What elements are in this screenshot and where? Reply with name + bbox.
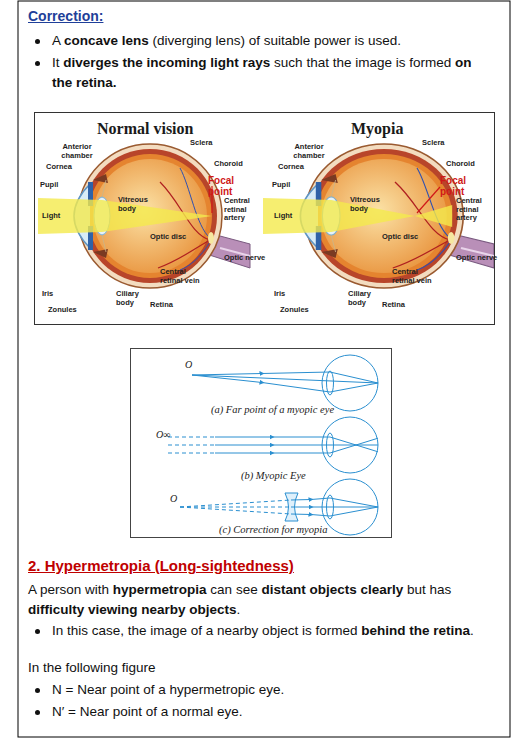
body-text: A person with hypermetropia can see dist… — [28, 580, 498, 620]
normal-eye — [38, 144, 250, 288]
part-label: Choroid — [446, 160, 475, 169]
part-label: Central retinal vein — [392, 268, 436, 285]
bullet-dot — [35, 688, 40, 693]
bold-text: difficulty viewing nearby objects — [28, 602, 237, 617]
text-run: . — [237, 602, 241, 617]
text-run: In the following figure — [28, 660, 156, 675]
light-cone — [263, 198, 415, 234]
part-label: Central retinal vein — [160, 268, 204, 285]
part-label: Optic disc — [150, 233, 186, 242]
bold-text: concave lens — [64, 33, 149, 48]
figure-title: Normal vision — [97, 120, 193, 138]
figure-caption: (b) Myopic Eye — [241, 470, 306, 481]
part-label: Cornea — [278, 163, 304, 172]
part-label: Vitreous body — [118, 196, 154, 213]
ray-diagram-a — [192, 355, 378, 411]
body-text: A concave lens (diverging lens) of suita… — [52, 31, 497, 51]
part-label: Choroid — [214, 160, 243, 169]
part-label: Ciliary body — [116, 290, 146, 307]
object-label: O∞ — [156, 431, 170, 440]
part-label: Retina — [382, 301, 405, 310]
text-run: It — [52, 55, 60, 70]
figure-frame: (a) Far point of a myopic eye (b) Myopic … — [130, 348, 392, 538]
bullet-dot — [35, 629, 40, 634]
part-label: Iris — [274, 290, 285, 299]
part-label: Iris — [42, 290, 53, 299]
text-run: can see — [210, 582, 257, 597]
bullet-dot — [35, 61, 40, 66]
bold-text: diverges the incoming light rays — [63, 55, 270, 70]
part-label: Zonules — [280, 306, 309, 315]
ray-diagram-b — [168, 417, 378, 473]
section-heading: Correction: — [28, 6, 498, 26]
part-label: Central retinal artery — [224, 197, 268, 223]
body-text: In the following figure — [28, 658, 498, 678]
page-border — [18, 1, 510, 737]
body-text: N′ = Near point of a normal eye. — [52, 702, 497, 722]
part-label: Light — [42, 212, 60, 221]
bold-text: hypermetropia — [113, 582, 207, 597]
part-label: Retina — [150, 301, 173, 310]
part-label: Sclera — [422, 139, 445, 148]
figure-title: Myopia — [351, 120, 403, 138]
bold-text: behind the retina — [361, 623, 470, 638]
figure-caption: (a) Far point of a myopic eye — [211, 404, 334, 415]
text-run: 2. Hypermetropia (Long-sightedness) — [28, 557, 294, 574]
body-text: It diverges the incoming light rays such… — [52, 53, 492, 93]
part-label: Optic disc — [382, 233, 418, 242]
part-label: Sclera — [190, 139, 213, 148]
part-label: Vitreous body — [350, 196, 386, 213]
text-run: such that the image is formed — [274, 55, 451, 70]
focal-label: Focal point — [440, 175, 480, 197]
text-run: N′ = Near point of a normal eye. — [52, 704, 243, 719]
text-run: A — [52, 33, 60, 48]
text-run: N = Near point of a hypermetropic eye. — [52, 682, 284, 697]
focal-pointer — [417, 187, 440, 213]
part-label: Pupil — [272, 181, 290, 190]
text-run: but has — [407, 582, 451, 597]
part-label: Ciliary body — [348, 290, 378, 307]
part-label: Light — [274, 212, 292, 221]
text-run: In this case, the image of a nearby obje… — [52, 623, 357, 638]
object-label: O — [185, 361, 192, 370]
part-label: Cornea — [46, 163, 72, 172]
ray-diagram-c — [180, 479, 378, 535]
text-run: . — [470, 623, 474, 638]
part-label: Central retinal artery — [456, 197, 500, 223]
focal-label: Focal point — [208, 175, 248, 197]
text-run: A person with — [28, 582, 109, 597]
bold-text: distant objects clearly — [261, 582, 403, 597]
section-heading: 2. Hypermetropia (Long-sightedness) — [28, 556, 498, 576]
text-run: Correction: — [28, 8, 103, 24]
body-text: In this case, the image of a nearby obje… — [52, 621, 497, 641]
bullet-dot — [35, 39, 40, 44]
part-label: Optic nerve — [456, 254, 497, 263]
part-label: Anterior chamber — [56, 143, 98, 160]
bullet-dot — [35, 710, 40, 715]
part-label: Pupil — [40, 181, 58, 190]
part-label: Zonules — [48, 306, 77, 315]
body-text: N = Near point of a hypermetropic eye. — [52, 680, 497, 700]
part-label: Anterior chamber — [288, 143, 330, 160]
part-label: Optic nerve — [224, 254, 265, 263]
figure-caption: (c) Correction for myopia — [219, 524, 327, 535]
object-label: O — [170, 495, 177, 504]
text-run: (diverging lens) of suitable power is us… — [153, 33, 401, 48]
